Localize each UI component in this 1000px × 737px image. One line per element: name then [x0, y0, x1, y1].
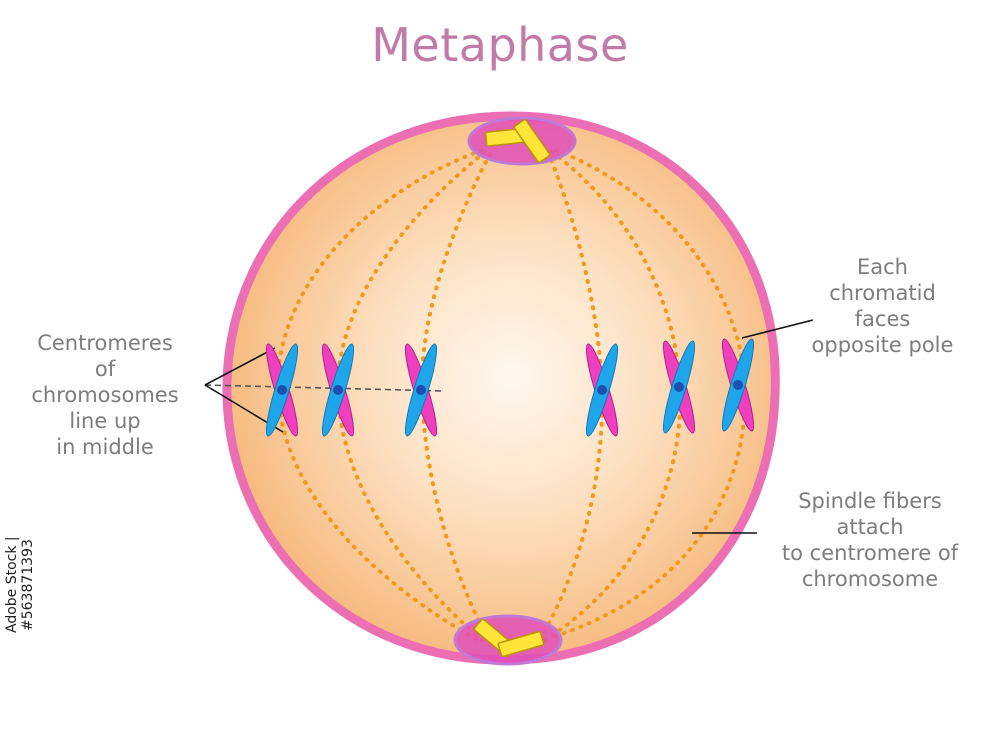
spindle-fiber	[538, 150, 605, 642]
label-line: Spindle fibers	[798, 489, 942, 513]
centromere	[674, 382, 684, 392]
label-centromeres: Centromeres of chromosomes line up in mi…	[10, 330, 200, 460]
centromere	[416, 385, 426, 395]
chromosome	[721, 338, 755, 432]
label-line: line up	[69, 409, 141, 433]
centrosome-bottom	[453, 614, 563, 666]
label-chromatid: Each chromatid faces opposite pole	[795, 254, 970, 358]
label-line: chromosomes	[31, 383, 179, 407]
spindle-fiber	[548, 148, 748, 640]
label-line: Each	[857, 255, 908, 279]
centromere	[733, 380, 743, 390]
centromere	[597, 385, 607, 395]
centriole	[513, 118, 551, 164]
label-line: faces	[854, 307, 911, 331]
diagram-title: Metaphase	[371, 18, 629, 72]
label-line: in middle	[56, 435, 154, 459]
label-line: to centromere of	[781, 541, 959, 565]
chromosome	[662, 340, 696, 434]
label-line: Centromeres	[37, 331, 173, 355]
label-line: of	[94, 357, 116, 381]
label-spindle-fibers: Spindle fibers attach to centromere of c…	[755, 488, 985, 592]
stock-watermark: Adobe Stock | #563871393	[4, 536, 36, 634]
label-line: attach	[836, 515, 904, 539]
spindle-fiber	[419, 152, 492, 642]
chromosomes	[265, 338, 755, 437]
pointer-line-centromeres	[204, 347, 276, 386]
chromosome	[265, 343, 299, 437]
chromosome	[585, 343, 619, 437]
centriole	[497, 630, 545, 658]
label-line: chromosome	[801, 567, 939, 591]
metaphase-plate-line	[204, 384, 446, 392]
label-line: opposite pole	[811, 333, 954, 357]
centromere	[277, 385, 287, 395]
centrosome-top	[467, 116, 577, 166]
chromosome	[404, 343, 438, 437]
pointer-line-chromatid	[741, 319, 814, 339]
centromere	[333, 385, 343, 395]
label-line: chromatid	[829, 281, 936, 305]
chromosome	[321, 343, 355, 437]
